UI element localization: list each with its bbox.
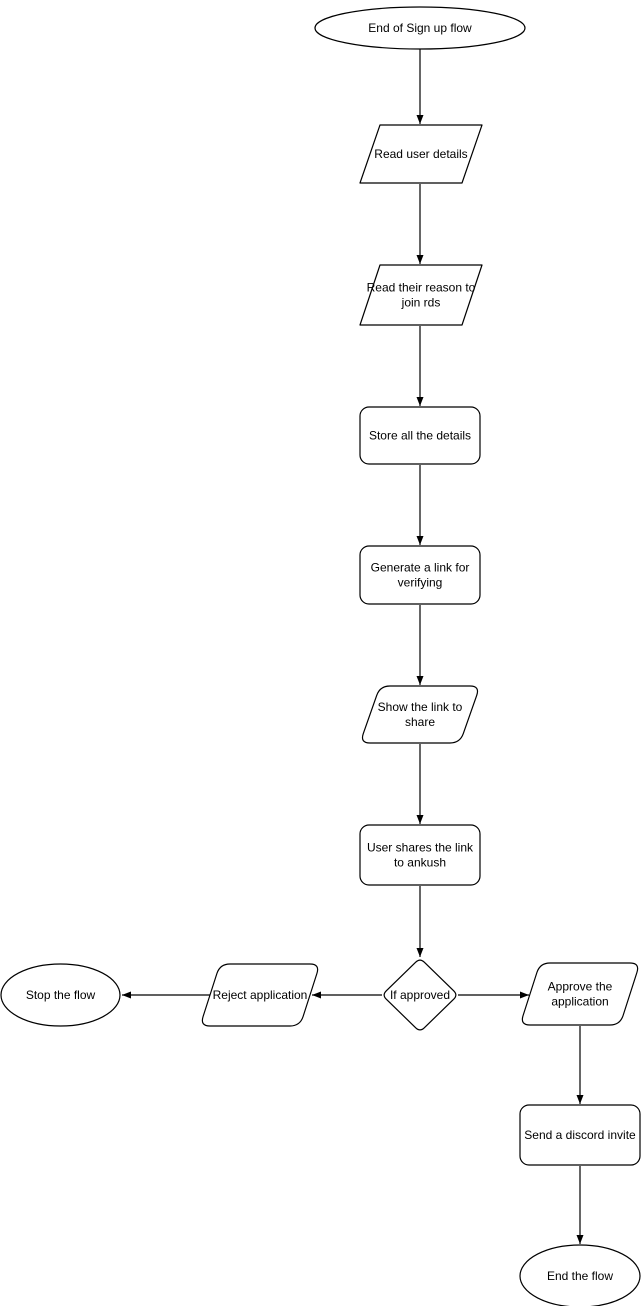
if-approved-label: If approved xyxy=(390,988,450,1002)
node-stop-the-flow: Stop the flow xyxy=(0,963,121,1027)
reject-application-label: Reject application xyxy=(213,988,308,1002)
node-send-discord-invite: Send a discord invite xyxy=(519,1104,641,1166)
generate-link-shape xyxy=(359,545,481,605)
end-the-flow-label: End the flow xyxy=(547,1269,613,1283)
stop-the-flow-shape xyxy=(0,963,121,1027)
node-end-of-signup-flow: End of Sign up flow xyxy=(314,6,526,50)
show-link-shape xyxy=(361,685,479,744)
approve-application-shape xyxy=(521,962,639,1026)
send-discord-invite-shape xyxy=(519,1104,641,1166)
read-user-details-shape xyxy=(359,124,483,184)
edge-layer xyxy=(122,49,584,1244)
node-read-user-details: Read user details xyxy=(359,124,483,184)
store-all-details-shape xyxy=(359,406,481,465)
send-discord-invite-label: Send a discord invite xyxy=(524,1128,636,1142)
node-if-approved: If approved xyxy=(383,959,457,1031)
end-the-flow-shape xyxy=(519,1244,641,1306)
end-of-signup-flow-label: End of Sign up flow xyxy=(368,21,472,35)
node-store-all-details: Store all the details xyxy=(359,406,481,465)
read-their-reason-shape xyxy=(359,264,483,326)
user-shares-link-shape xyxy=(359,824,481,886)
stop-the-flow-label: Stop the flow xyxy=(26,988,96,1002)
if-approved-shape xyxy=(383,959,457,1031)
node-end-the-flow: End the flow xyxy=(519,1244,641,1306)
read-user-details-label: Read user details xyxy=(374,147,467,161)
store-all-details-label: Store all the details xyxy=(369,429,471,443)
reject-application-shape xyxy=(201,963,319,1027)
end-of-signup-flow-shape xyxy=(314,6,526,50)
node-reject-application: Reject application xyxy=(201,963,319,1027)
